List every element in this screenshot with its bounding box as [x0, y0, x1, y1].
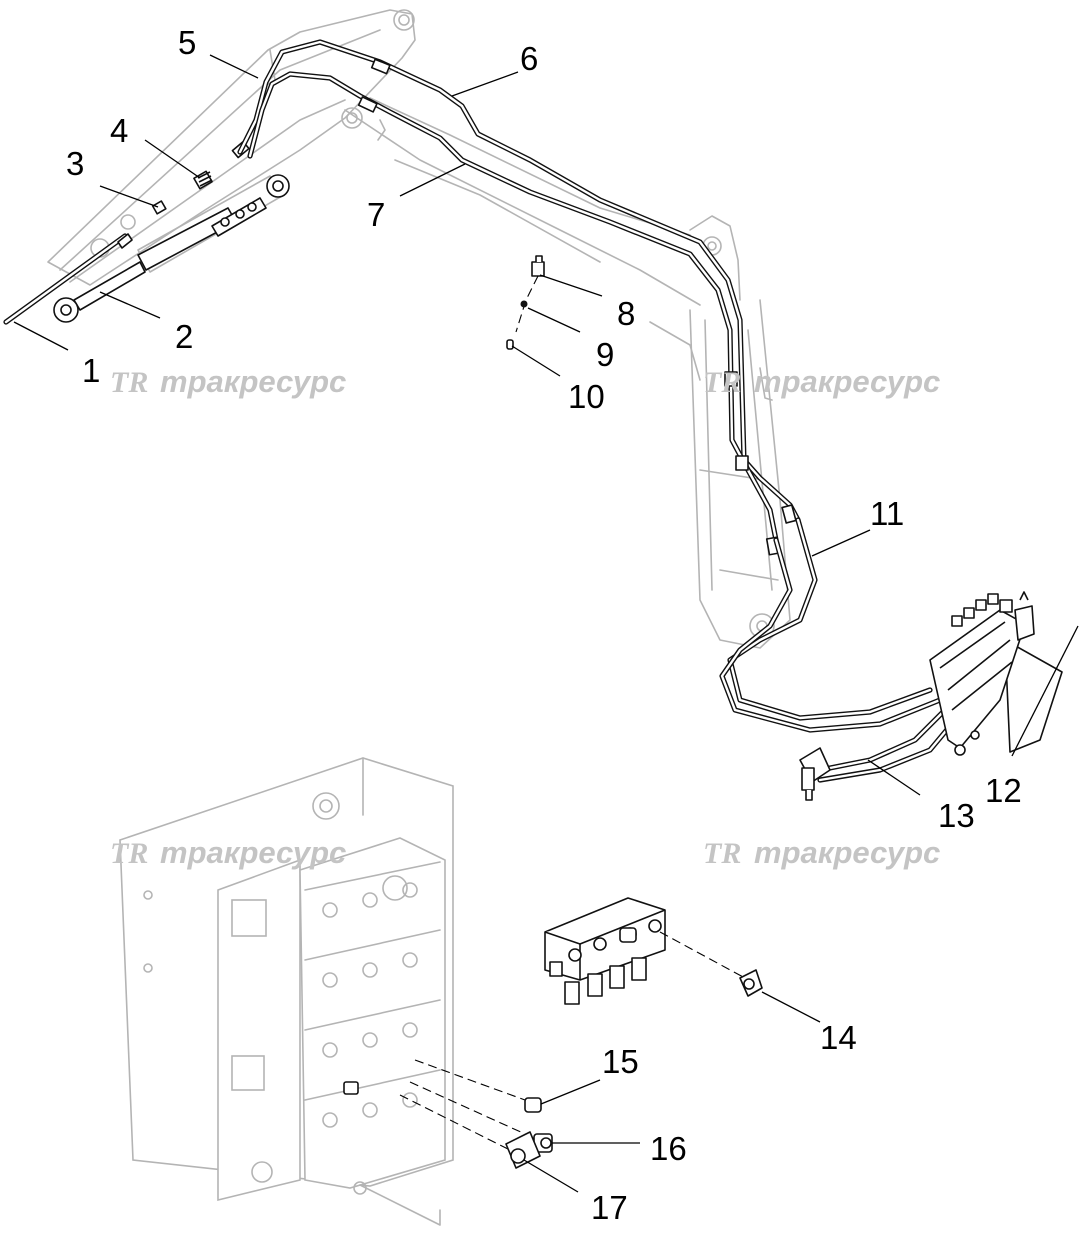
watermarks: TR тракресурс TR тракресурс TR тракресур…: [110, 364, 940, 870]
callout-16: 16: [650, 1130, 687, 1167]
watermark-logo: TR: [703, 837, 741, 870]
manifold-block: [544, 897, 763, 1005]
part-13-bracket: [799, 747, 831, 801]
watermark: тракресурс: [160, 835, 346, 870]
control-valve-panel: [119, 757, 454, 1226]
callout-12: 12: [985, 772, 1022, 809]
valve-bank: [929, 591, 1079, 757]
watermark: тракресурс: [754, 835, 940, 870]
callout-5: 5: [178, 24, 196, 61]
callout-14: 14: [820, 1019, 857, 1056]
boom-cylinder: [53, 174, 290, 323]
watermark-logo: TR: [703, 366, 741, 399]
hoses-boom: [237, 39, 801, 556]
callout-17: 17: [591, 1189, 628, 1226]
clamp-parts-8-10: [506, 255, 545, 350]
callout-8: 8: [617, 295, 635, 332]
callout-2: 2: [175, 318, 193, 355]
boom-ghost: [47, 9, 741, 381]
watermark: тракресурс: [160, 364, 346, 399]
callout-1: 1: [82, 352, 100, 389]
hoses-to-valve: [719, 517, 958, 783]
callout-9: 9: [596, 336, 614, 373]
callout-labels: 1 2 3 4 5 6 7 8 9 10 11 12 13 14 15 16 1…: [66, 24, 1022, 1226]
valve-fittings: [343, 1059, 553, 1169]
leader-lines: [13, 54, 921, 1193]
watermark: тракресурс: [754, 364, 940, 399]
part-1-rod: [3, 233, 133, 325]
callout-7: 7: [367, 196, 385, 233]
callout-15: 15: [602, 1043, 639, 1080]
callout-3: 3: [66, 145, 84, 182]
callout-4: 4: [110, 112, 128, 149]
watermark-logo: TR: [110, 366, 148, 399]
callout-13: 13: [938, 797, 975, 834]
callout-11: 11: [870, 495, 904, 532]
callout-6: 6: [520, 40, 538, 77]
callout-10: 10: [568, 378, 605, 415]
watermark-logo: TR: [110, 837, 148, 870]
fittings-3-4: [151, 140, 250, 215]
